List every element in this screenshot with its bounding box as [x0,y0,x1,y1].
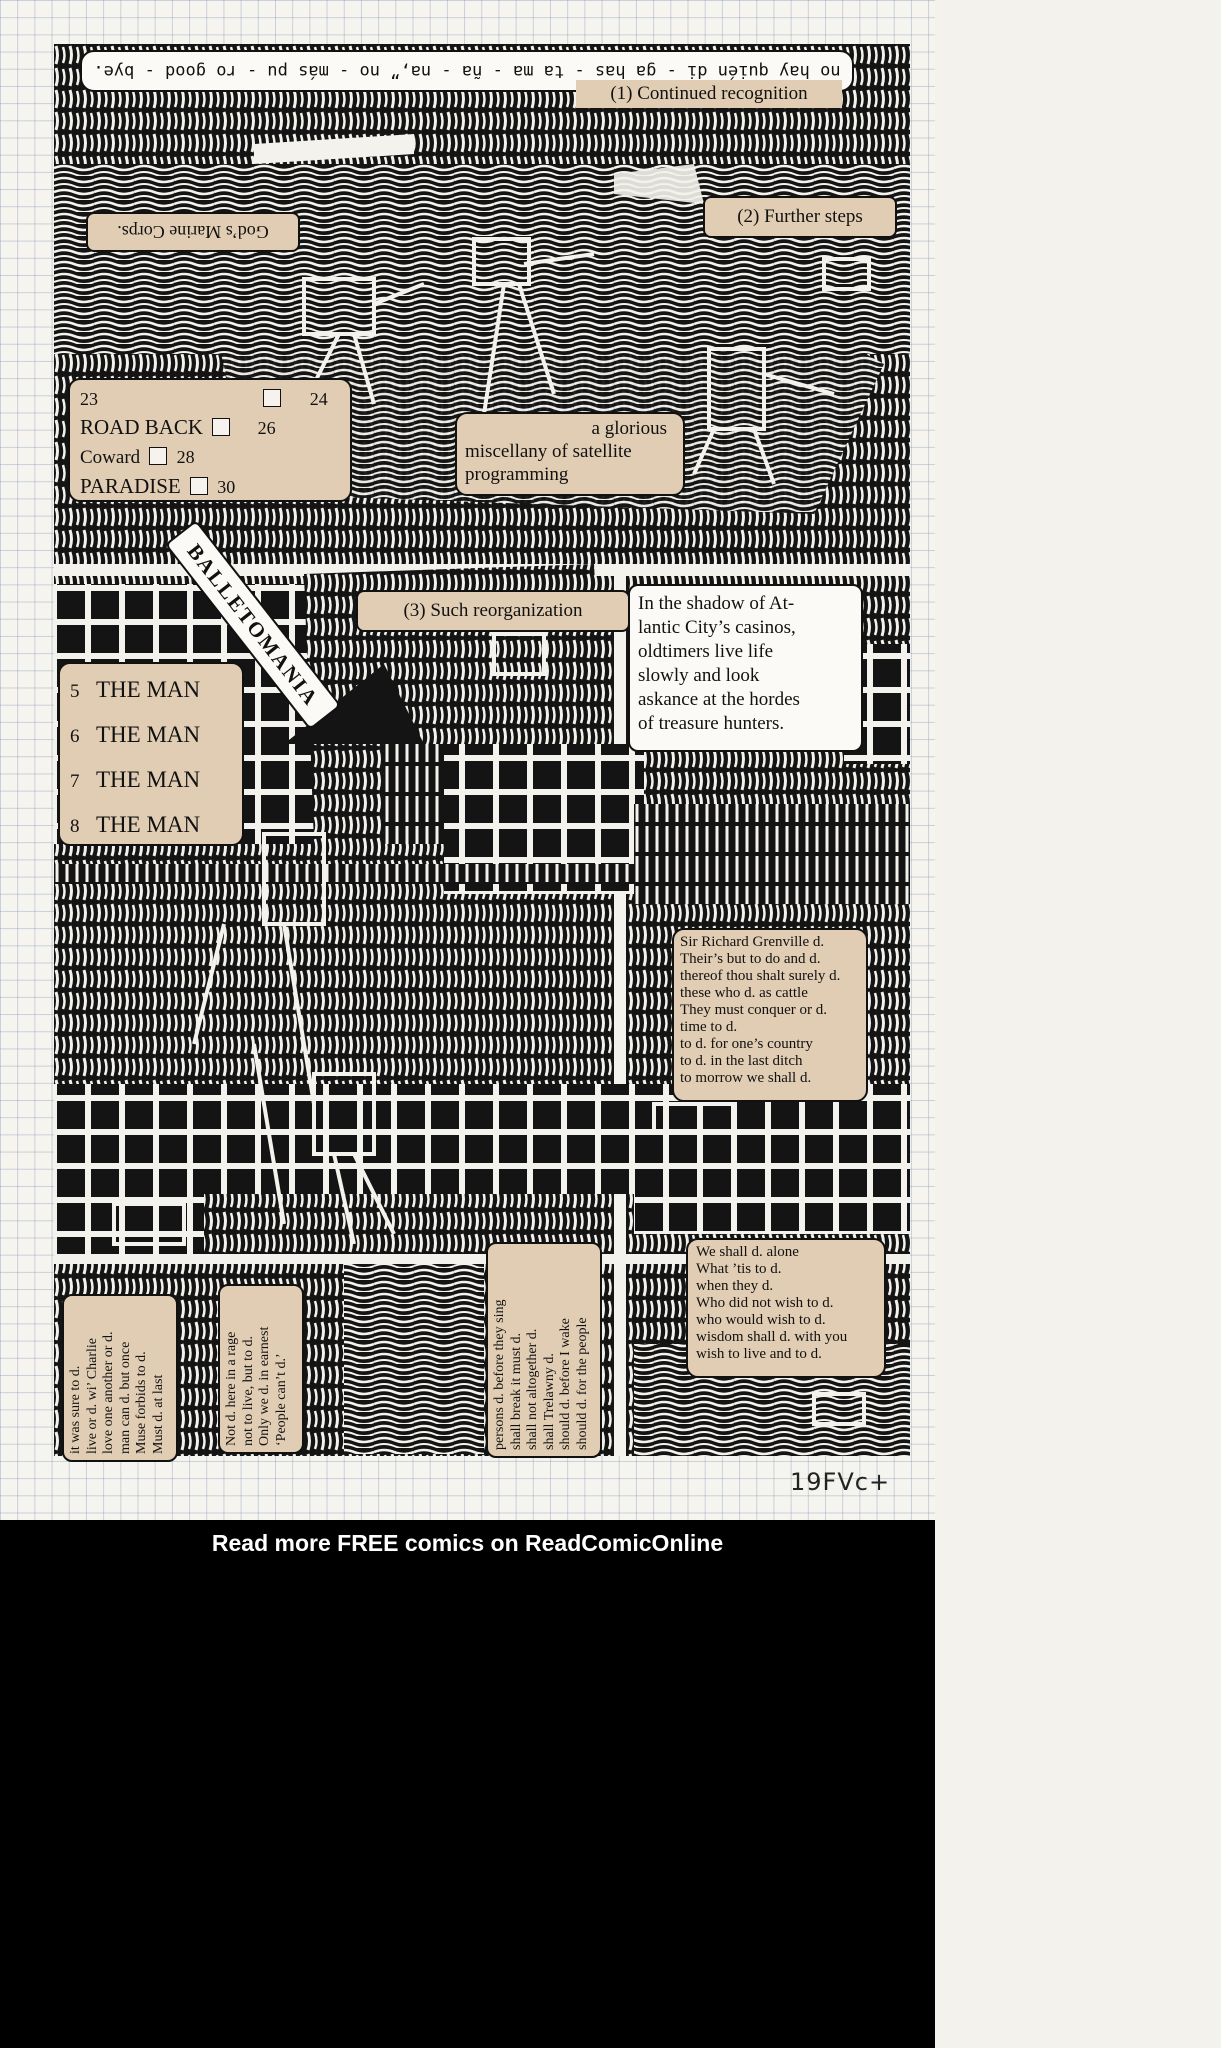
alone-line-5: who would wish to d. [696,1312,826,1328]
atlantic-line-4: slowly and look [638,665,760,686]
index-row-1-left: 23 [80,389,98,409]
step-3-caption: (3) Such reorganization [356,590,630,632]
step-1-text: (1) Continued recognition [610,83,808,104]
satellite-line-1: a glorious [591,418,667,439]
rage-line-3: Only we d. in earnest [257,1326,272,1446]
satellite-line-2: miscellany of satellite [465,441,632,462]
persons-line-6: should d. for the people [574,1317,590,1450]
footer-banner-text[interactable]: Read more FREE comics on ReadComicOnline [211,1530,724,1556]
grenville-line-6: time to d. [680,1019,738,1035]
man-label-8: THE MAN [96,812,201,837]
step-1-caption: (1) Continued recognition [576,80,842,108]
atlantic-line-3: oldtimers live life [638,641,774,662]
step-3-text: (3) Such reorganization [403,600,583,621]
checkbox-24 [262,389,281,407]
checkbox-26 [212,418,231,436]
road-back-label: ROAD BACK [80,415,204,439]
sure-line-2: live or d. wi’ Charlie [84,1338,100,1454]
man-num-5: 5 [70,681,80,702]
man-num-8: 8 [70,816,80,837]
sure-line-5: Muse forbids to d. [134,1351,149,1454]
grenville-line-3: thereof thou shalt surely d. [680,968,841,984]
alone-quotes: We shall d. alone What ’tis to d. when t… [686,1238,886,1378]
checkbox-30 [190,477,209,495]
alone-line-7: wish to live and to d. [696,1346,822,1362]
alone-line-1: We shall d. alone [696,1244,799,1260]
song-lyric-text: no hay quién di - ga has - ta ma - ña - … [93,61,841,81]
persons-quotes: persons d. before they sing shall break … [486,1242,602,1458]
index-row-2-right: 26 [257,418,276,438]
persons-line-5: should d. before I wake [558,1318,573,1450]
persons-line-2: shall break it must d. [508,1332,524,1450]
grenville-line-2: Their’s but to do and d. [680,951,821,967]
index-row-3: Coward 28 [80,442,340,472]
alone-line-3: when they d. [696,1278,774,1294]
index-box: 23 24 ROAD BACK 26 Coward 28 PARADISE 30 [68,378,352,502]
man-label-6: THE MAN [96,722,201,747]
sure-quotes: it was sure to d. live or d. wi’ Charlie… [62,1294,178,1462]
grenville-line-4: these who d. as cattle [680,985,808,1001]
sure-line-4: man can d. but once [117,1341,133,1454]
alone-line-4: Who did not wish to d. [696,1295,834,1311]
man-row-8: 8 THE MAN [70,803,232,848]
atlantic-line-2: lantic City’s casinos, [638,617,796,638]
grenville-line-8: to d. in the last ditch [680,1053,803,1069]
index-row-1-right: 24 [309,389,328,409]
step-2-text: (2) Further steps [737,206,863,227]
persons-line-3: shall not altogether d. [525,1328,540,1450]
sure-line-6: Must d. at last [150,1374,166,1454]
man-row-7: 7 THE MAN [70,758,232,803]
man-row-5: 5 THE MAN [70,668,232,713]
index-row-2: ROAD BACK 26 [80,413,340,442]
alone-line-6: wisdom shall d. with you [696,1329,848,1345]
man-label-5: THE MAN [96,677,201,702]
sure-line-1: it was sure to d. [68,1365,83,1454]
artist-signature: 19FⅤc+ [790,1468,891,1496]
alone-line-2: What ’tis to d. [696,1261,782,1277]
index-row-4-right: 30 [217,477,236,497]
atlantic-line-6: of treasure hunters. [638,713,785,734]
comic-page: no hay quién di - ga has - ta ma - ña - … [0,0,935,1520]
sure-line-3: love one another or d. [101,1331,116,1454]
rage-line-2: not to live, but to d. [240,1335,256,1446]
rage-line-4: ‘People can’t d.’ [273,1353,289,1446]
step-2-caption: (2) Further steps [703,196,897,238]
satellite-caption: a glorious miscellany of satellite progr… [455,412,685,496]
man-label-7: THE MAN [96,767,201,792]
stick-figures [112,237,871,1426]
index-row-1: 23 24 [80,384,340,413]
paradise-label: PARADISE [80,474,181,498]
man-num-6: 6 [70,726,80,747]
man-row-6: 6 THE MAN [70,713,232,758]
grenville-quotes: Sir Richard Grenville d. Their’s but to … [672,928,868,1102]
checkbox-28 [149,447,168,465]
grenville-line-5: They must conquer or d. [680,1002,828,1018]
satellite-line-3: programming [465,464,569,485]
persons-line-1: persons d. before they sing [492,1299,507,1450]
grenville-line-1: Sir Richard Grenville d. [680,934,825,950]
grenville-line-9: to morrow we shall d. [680,1070,812,1086]
atlantic-line-1: In the shadow of At- [638,593,795,614]
atlantic-city-caption: In the shadow of At- lantic City’s casin… [628,584,863,752]
marine-corps-text: God’s Marine Corps. [117,222,269,242]
marine-corps-caption: God’s Marine Corps. [86,212,300,252]
footer-banner: Read more FREE comics on ReadComicOnline [0,1520,935,2048]
rage-quotes: Not d. here in a rage not to live, but t… [218,1284,304,1454]
index-row-4: PARADISE 30 [80,472,340,501]
atlantic-line-5: askance at the hordes [638,689,800,710]
rage-line-1: Not d. here in a rage [224,1331,239,1446]
man-num-7: 7 [70,771,80,792]
coward-label: Coward [80,447,141,468]
index-row-3-right: 28 [176,447,195,467]
grenville-line-7: to d. for one’s country [680,1036,813,1052]
persons-line-4: shall Trelawny d. [541,1353,557,1450]
